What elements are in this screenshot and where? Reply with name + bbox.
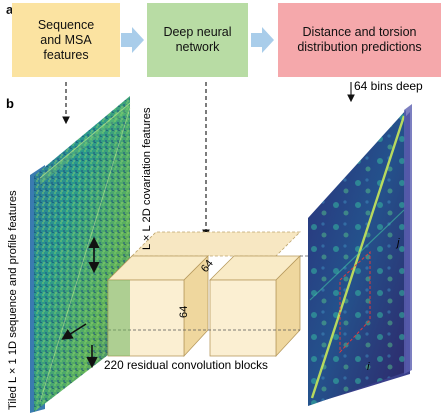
distance-torsion-predictions-text: Distance and torsion distribution predic… [297, 25, 422, 54]
sequence-msa-features-text: Sequence and MSA features [37, 17, 95, 62]
flow-arrow-1 [121, 27, 144, 53]
input-feature-matrix [30, 96, 131, 413]
distance-torsion-predictions-box: Distance and torsion distribution predic… [278, 3, 441, 77]
deep-neural-network-text: Deep neural network [163, 25, 232, 54]
tiled-1d-features-label: Tiled L × 1 1D sequence and profile feat… [7, 190, 19, 410]
sequence-msa-features-box: Sequence and MSA features [12, 3, 120, 77]
block-dim-top-label: 64 [199, 258, 216, 275]
deep-neural-network-box: Deep neural network [147, 3, 248, 77]
flow-arrow-2 [251, 27, 274, 53]
axis-i-label: i [367, 361, 370, 373]
axis-j-label: j [395, 237, 400, 249]
residual-block-stack [107, 231, 301, 358]
block-dim-side-label: 64 [178, 306, 190, 318]
covariation-features-label: L × L 2D covariation features [141, 107, 153, 250]
residual-blocks-label: 220 residual convolution blocks [104, 358, 268, 372]
output-distogram [308, 104, 412, 406]
bins-deep-label: 64 bins deep [354, 79, 423, 93]
panel-b-label: b [6, 96, 14, 111]
arrow-diag-left-matrix [61, 323, 87, 340]
panel-a-label: a [6, 2, 14, 17]
